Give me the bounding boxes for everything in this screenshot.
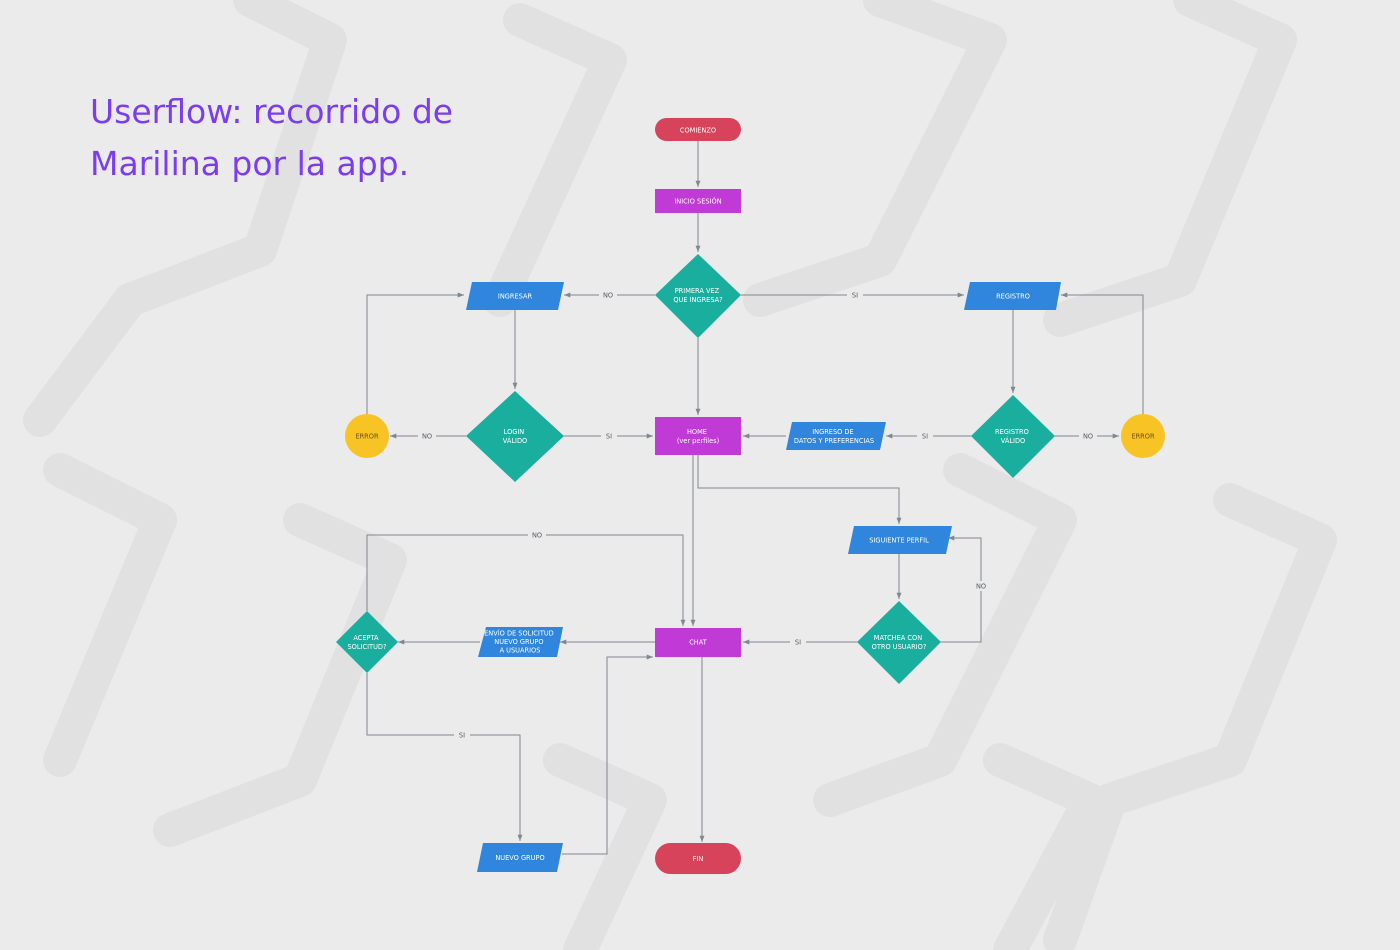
svg-text:INICIO SESIÓN: INICIO SESIÓN (674, 197, 721, 206)
svg-text:ERROR: ERROR (355, 433, 379, 441)
node-error-right[interactable]: ERROR (1121, 414, 1165, 458)
edge-label-siguiente-no: NO (976, 583, 986, 591)
svg-text:CHAT: CHAT (689, 639, 708, 647)
node-error-left[interactable]: ERROR (345, 414, 389, 458)
node-registro[interactable]: REGISTRO (964, 282, 1061, 310)
node-registro-valido[interactable]: REGISTRO VÁLIDO (971, 395, 1055, 478)
page-title: Userflow: recorrido de Marilina por la a… (90, 86, 453, 190)
svg-text:LOGIN VÁLIDO: LOGIN VÁLIDO (503, 428, 528, 445)
edge-label-primera-no: NO (603, 292, 613, 300)
svg-text:REGISTRO VÁLIDO: REGISTRO VÁLIDO (995, 428, 1031, 445)
node-nuevo-grupo[interactable]: NUEVO GRUPO (477, 843, 563, 872)
edge-label-login-no: NO (422, 433, 432, 441)
svg-text:ENVÍO DE SOLICITUD NUE: ENVÍO DE SOLICITUD NUEVO GRUPO A USUARIO… (484, 629, 556, 655)
edge-error-registro (1061, 292, 1144, 414)
edge-error-ingresar (366, 292, 464, 414)
svg-text:SIGUIENTE PERFIL: SIGUIENTE PERFIL (869, 537, 929, 545)
edge-home-siguiente (697, 455, 902, 524)
edge-acepta-nuevogrupo (366, 673, 523, 841)
svg-text:COMIENZO: COMIENZO (680, 127, 716, 135)
node-ingreso-datos[interactable]: INGRESO DE DATOS Y PREFERENCIAS (786, 422, 886, 450)
edge-label-registro-no: NO (1083, 433, 1093, 441)
node-home[interactable]: HOME (ver perfiles) (655, 417, 741, 455)
node-fin[interactable]: FIN (655, 843, 741, 874)
edge-label-login-si: SI (606, 433, 612, 441)
node-ingresar[interactable]: INGRESAR (466, 282, 564, 310)
node-chat[interactable]: CHAT (655, 628, 741, 657)
edge-label-matchea-si: SI (795, 639, 801, 647)
edge-label-primera-si: SI (852, 292, 858, 300)
node-acepta-solicitud[interactable]: ACEPTA SOLICITUD? (336, 611, 398, 673)
svg-text:INGRESAR: INGRESAR (498, 293, 533, 301)
node-inicio-sesion[interactable]: INICIO SESIÓN (655, 189, 741, 213)
title-line-2: Marilina por la app. (90, 144, 410, 183)
edge-label-datos-si: SI (922, 433, 928, 441)
svg-text:INGRESO DE DATOS Y PRE: INGRESO DE DATOS Y PREFERENCIAS (794, 428, 874, 445)
edge-label-acepta-si: SI (459, 732, 465, 740)
svg-text:HOME (ver perfiles): HOME (ver perfiles) (677, 428, 719, 445)
svg-text:PRIMERA VEZ QUE INGRES: PRIMERA VEZ QUE INGRESA? (673, 287, 723, 304)
title-line-1: Userflow: recorrido de (90, 92, 454, 131)
svg-text:NUEVO GRUPO: NUEVO GRUPO (495, 854, 544, 862)
node-primera-vez[interactable]: PRIMERA VEZ QUE INGRESA? (655, 254, 741, 338)
node-envio-solicitud[interactable]: ENVÍO DE SOLICITUD NUEVO GRUPO A USUARIO… (478, 627, 563, 657)
edge-label-acepta-no: NO (532, 532, 542, 540)
node-comienzo[interactable]: COMIENZO (655, 118, 741, 141)
svg-text:ERROR: ERROR (1131, 433, 1155, 441)
node-matchea[interactable]: MATCHEA CON OTRO USUARIO? (857, 601, 941, 684)
svg-text:MATCHEA CON OTRO USUAR: MATCHEA CON OTRO USUARIO? (872, 634, 927, 651)
edge-labels: NO SI NO SI SI NO NO NO SI SI (418, 290, 1097, 740)
svg-text:FIN: FIN (693, 855, 704, 863)
node-siguiente-perfil[interactable]: SIGUIENTE PERFIL (848, 526, 952, 554)
svg-text:REGISTRO: REGISTRO (996, 293, 1030, 301)
svg-text:ACEPTA SOLICITUD?: ACEPTA SOLICITUD? (348, 634, 387, 651)
edge-nuevogrupo-chat (562, 654, 653, 855)
node-login-valido[interactable]: LOGIN VÁLIDO (466, 391, 564, 482)
connectors (366, 141, 1144, 855)
edge-acepta-chat-no (366, 534, 686, 626)
